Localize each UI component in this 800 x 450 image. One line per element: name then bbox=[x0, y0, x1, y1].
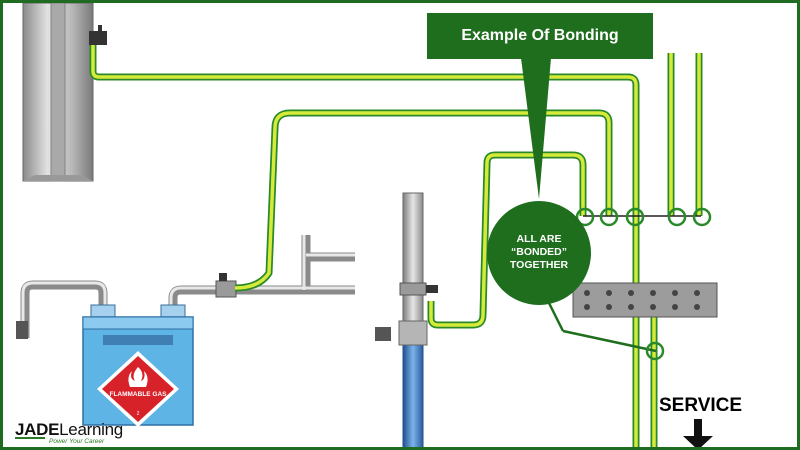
bonded-line-3: TOGETHER bbox=[509, 259, 569, 271]
water-pipe bbox=[375, 192, 438, 447]
clamp-screw-icon bbox=[219, 273, 227, 281]
callout-box bbox=[427, 13, 653, 199]
gas-class-number: 2 bbox=[137, 411, 140, 417]
logo-brand-light: Learning bbox=[59, 420, 123, 439]
gas-valve-icon bbox=[16, 321, 28, 339]
flammable-gas-label: FLAMMABLE GAS bbox=[109, 391, 167, 398]
column-bond-clamp bbox=[89, 31, 107, 45]
service-label: SERVICE bbox=[659, 395, 743, 416]
bonded-line-1: ALL ARE bbox=[516, 233, 562, 245]
gas-pipe-bond-clamp bbox=[215, 280, 237, 298]
wing-nut-icon bbox=[375, 327, 391, 341]
diagram-canvas: FLAMMABLE GAS 2 bbox=[15, 3, 718, 447]
flammable-gas-sign: FLAMMABLE GAS 2 bbox=[97, 351, 179, 427]
service-arrow-icon bbox=[683, 419, 713, 447]
connection-rings bbox=[575, 207, 712, 361]
logo-tagline: Power Your Career bbox=[49, 438, 105, 445]
gas-piping bbox=[20, 235, 355, 338]
logo-underline bbox=[15, 437, 45, 439]
callout-title: Example Of Bonding bbox=[461, 27, 619, 44]
grounding-bus-bar bbox=[572, 282, 718, 318]
logo-brand-bold: JADE bbox=[15, 420, 60, 439]
flame-icon bbox=[128, 367, 148, 387]
water-pipe-bond-clamp bbox=[399, 282, 427, 296]
bonded-line-2: “BONDED” bbox=[510, 246, 567, 258]
bonded-together-text: ALL ARE “BONDED” TOGETHER bbox=[489, 233, 589, 272]
steel-column bbox=[22, 3, 94, 182]
jade-learning-logo: JADELearning Power Your Career bbox=[15, 421, 123, 446]
bonding-jumpers bbox=[89, 43, 703, 447]
bonded-together-circle bbox=[487, 201, 591, 305]
